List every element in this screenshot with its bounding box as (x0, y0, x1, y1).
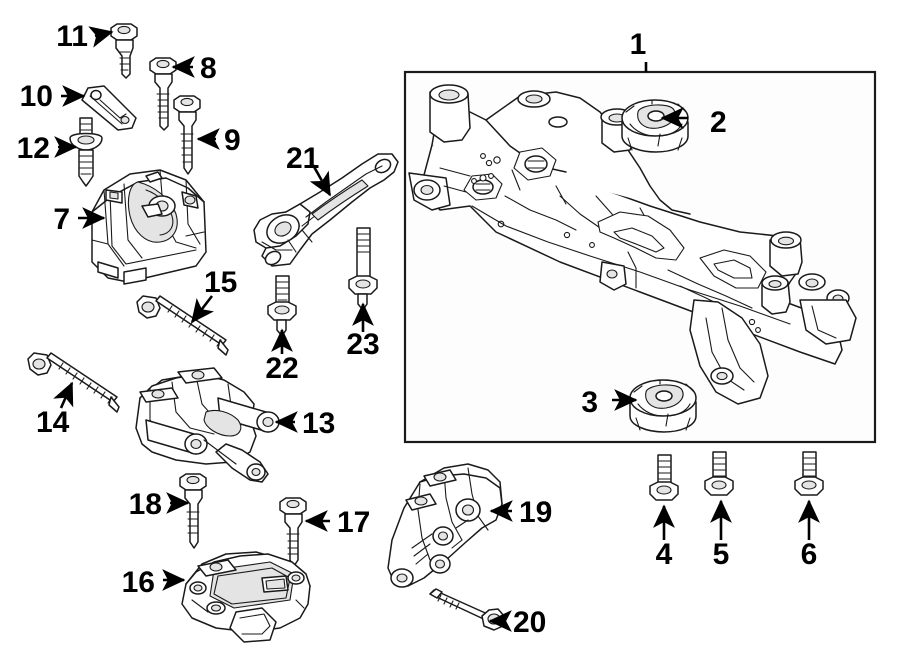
callout-7-engine-mount[interactable]: 7 (53, 203, 70, 236)
callout-numbers: 1 2 3 4 5 6 7 8 9 10 11 12 13 14 15 16 1… (17, 20, 818, 639)
callout-2-upper-bushing[interactable]: 2 (710, 106, 727, 139)
subframe-bushing-lower[interactable] (629, 379, 697, 433)
bolt-stud-flange-b[interactable] (348, 227, 378, 311)
engine-support-bracket[interactable] (387, 463, 503, 588)
callout-10-bracket-plate[interactable]: 10 (20, 80, 53, 113)
small-bracket-plate[interactable] (81, 85, 137, 131)
bolt-long-flange-b[interactable] (179, 473, 207, 549)
callout-18-bolt[interactable]: 18 (129, 488, 162, 521)
callout-9-bolt[interactable]: 9 (224, 124, 241, 157)
bolt-very-long-a[interactable] (27, 352, 120, 413)
callout-13-transmission-bracket[interactable]: 13 (302, 407, 335, 440)
leader-lines (53, 26, 820, 632)
callout-17-bolt[interactable]: 17 (337, 506, 370, 539)
callout-3-lower-bushing[interactable]: 3 (581, 386, 598, 419)
bolt-short-stud-c[interactable] (794, 451, 824, 496)
callout-12-stud-bolt[interactable]: 12 (17, 132, 50, 165)
bolt-medium-flange-b[interactable] (279, 497, 307, 567)
callout-14-long-bolt[interactable]: 14 (36, 406, 70, 439)
bolt-very-long-b[interactable] (136, 295, 229, 356)
stud-bolt-shoulder[interactable] (69, 117, 103, 187)
callout-4-bolt[interactable]: 4 (656, 538, 673, 571)
engine-mount-right[interactable] (91, 169, 207, 285)
leader-15 (190, 295, 214, 324)
transmission-support-bracket[interactable] (135, 367, 280, 483)
subframe-bushing-upper[interactable] (621, 99, 689, 153)
callout-8-bolt[interactable]: 8 (200, 52, 217, 85)
callout-15-long-bolt[interactable]: 15 (204, 266, 237, 299)
subframe-assembly-group[interactable] (403, 70, 877, 444)
bolt-medium-flange-a[interactable] (149, 57, 177, 131)
leader-11 (88, 26, 114, 48)
callout-23-bolt[interactable]: 23 (346, 328, 379, 361)
leader-21 (309, 164, 332, 197)
bolt-long-flange-a[interactable] (173, 95, 201, 175)
callout-5-bolt[interactable]: 5 (713, 538, 730, 571)
bolt-short-stud-b[interactable] (704, 451, 734, 496)
callout-1-subframe-assembly[interactable]: 1 (630, 28, 647, 61)
transmission-mount[interactable] (181, 551, 311, 643)
leader-14 (53, 381, 74, 409)
callout-21-torque-strut[interactable]: 21 (286, 142, 319, 175)
crossmember-subframe-illustration (408, 84, 857, 405)
callout-20-bolt[interactable]: 20 (513, 606, 546, 639)
callout-22-bolt[interactable]: 22 (265, 352, 298, 385)
callout-19-engine-bracket[interactable]: 19 (519, 496, 552, 529)
callout-16-transmission-mount[interactable]: 16 (122, 566, 155, 599)
torque-strut-rod[interactable] (253, 153, 399, 267)
callout-6-bolt[interactable]: 6 (801, 538, 818, 571)
callout-11-bolt[interactable]: 11 (56, 20, 88, 53)
bolt-short-stud-a[interactable] (649, 454, 679, 501)
